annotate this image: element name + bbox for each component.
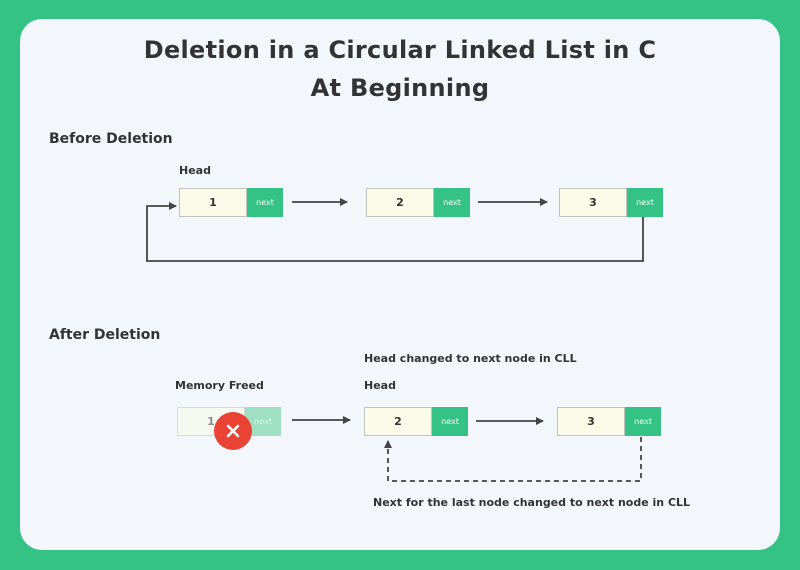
node-value: 3 xyxy=(557,407,625,436)
before-deletion-label: Before Deletion xyxy=(49,131,173,147)
node-value: 2 xyxy=(364,407,432,436)
after-deletion-label: After Deletion xyxy=(49,327,161,343)
arrow-node3-back-to-head xyxy=(146,202,644,262)
dashed-arrow-node3-to-node2 xyxy=(384,437,642,482)
memory-freed-label: Memory Freed xyxy=(175,379,264,392)
delete-x-icon xyxy=(214,412,252,450)
after-head-label: Head xyxy=(364,379,396,392)
head-changed-note: Head changed to next node in CLL xyxy=(364,352,577,365)
node-next-field: next xyxy=(432,407,468,436)
before-node-2: 2 next xyxy=(366,188,470,217)
title-line-2: At Beginning xyxy=(310,74,490,102)
before-node-3: 3 next xyxy=(559,188,663,217)
last-node-note: Next for the last node changed to next n… xyxy=(373,496,691,509)
node-next-field: next xyxy=(627,188,663,217)
after-node-3: 3 next xyxy=(557,407,661,436)
node-value: 1 xyxy=(179,188,247,217)
diagram-card xyxy=(20,19,780,550)
node-next-field: next xyxy=(247,188,283,217)
node-value: 3 xyxy=(559,188,627,217)
before-node-1: 1 next xyxy=(179,188,283,217)
node-next-field: next xyxy=(434,188,470,217)
node-next-field: next xyxy=(625,407,661,436)
title-line-1: Deletion in a Circular Linked List in C xyxy=(143,36,657,64)
x-mark-icon xyxy=(226,424,240,438)
after-node-2: 2 next xyxy=(364,407,468,436)
node-value: 2 xyxy=(366,188,434,217)
before-head-label: Head xyxy=(179,164,211,177)
